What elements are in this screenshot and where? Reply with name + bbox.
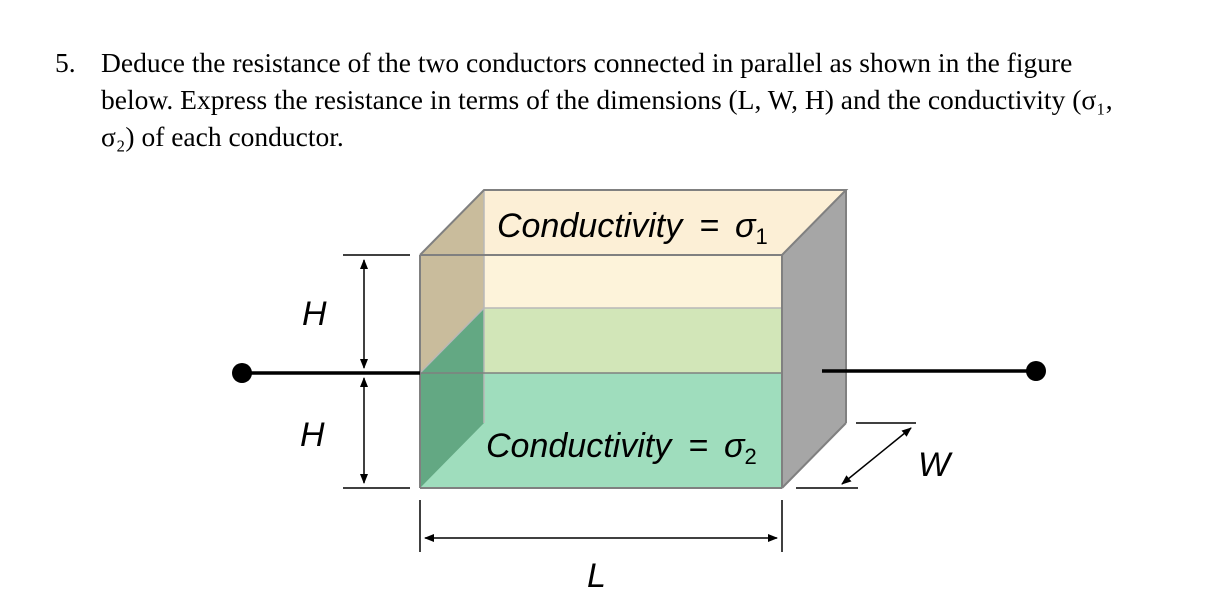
box-edges xyxy=(419,189,849,489)
question-line-3: σ₂) of each conductor. xyxy=(101,121,344,152)
right-face xyxy=(782,190,846,488)
right-terminal xyxy=(822,361,1046,381)
left-face-lower xyxy=(420,308,484,488)
inner-edges xyxy=(419,190,782,423)
question-line-2: below. Express the resistance in terms o… xyxy=(101,84,1113,115)
question-text: Deduce the resistance of the two conduct… xyxy=(101,44,1225,155)
length-label: L xyxy=(587,557,606,595)
question-line-1: Deduce the resistance of the two conduct… xyxy=(101,47,1073,78)
length-dimension xyxy=(419,500,783,552)
question-number: 5. xyxy=(55,47,76,78)
middle-band xyxy=(420,308,782,373)
top-conductivity-label: Conductivity = σ1 xyxy=(497,207,768,249)
width-dimension xyxy=(796,422,916,489)
top-face xyxy=(420,190,846,255)
bottom-conductivity-label: Conductivity = σ2 xyxy=(486,427,757,469)
height-label-top: H xyxy=(302,295,327,333)
height-dimension xyxy=(343,254,410,489)
left-face-upper xyxy=(420,190,484,373)
width-label: W xyxy=(918,446,953,484)
height-label-bottom: H xyxy=(300,416,325,454)
